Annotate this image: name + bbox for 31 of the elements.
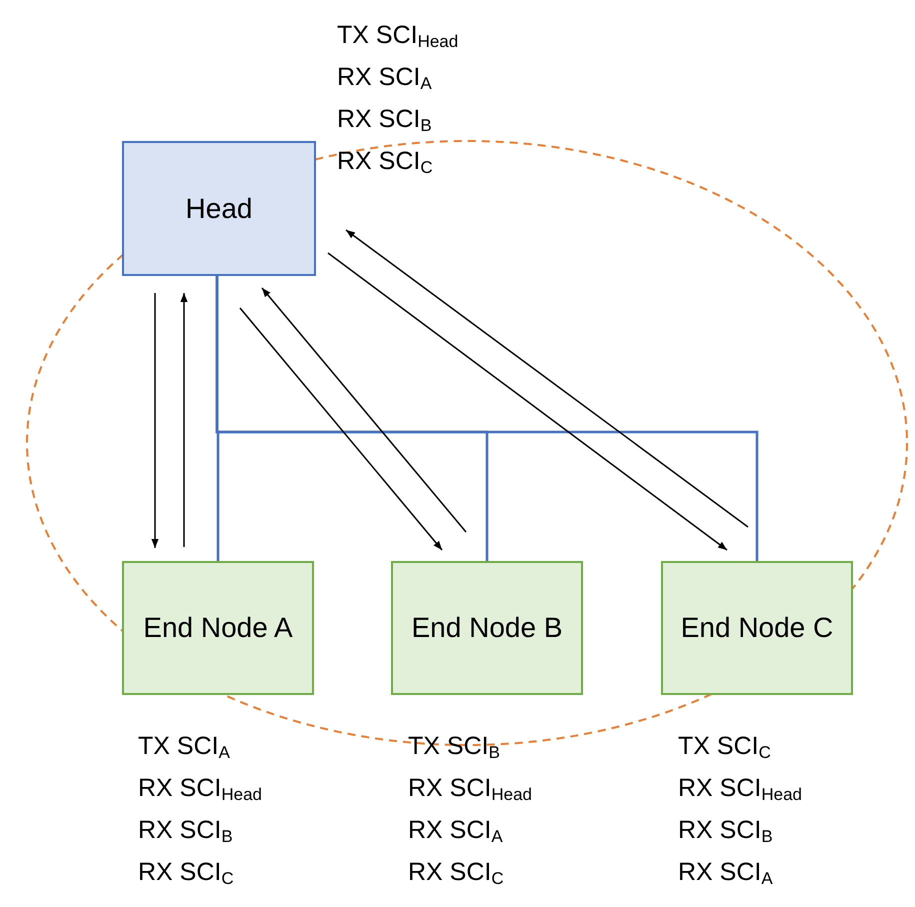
node-box	[122, 561, 314, 695]
node-box	[661, 561, 853, 695]
signal-label: RX SCI$_{A}$	[678, 857, 774, 890]
signal-label: RX SCI$_{Head}$	[678, 773, 802, 806]
signal-label: RX SCI$_{Head}$	[408, 773, 532, 806]
signal-label: RX SCI$_{B}$	[678, 815, 774, 848]
signal-label: RX SCI$_{A}$	[337, 62, 433, 96]
signal-label: RX SCI$_{C}$	[337, 146, 434, 180]
signal-label: TX SCI$_{Head}$	[337, 20, 458, 54]
signal-label: RX SCI$_{C}$	[408, 857, 505, 890]
arrow	[151, 293, 159, 548]
node-label: End Node C	[680, 611, 834, 645]
signal-label: RX SCI$_{B}$	[138, 815, 234, 848]
node-box	[122, 141, 316, 276]
node-label: End Node A	[142, 611, 294, 645]
node-label: End Node B	[410, 611, 564, 645]
signal-label: RX SCI$_{C}$	[138, 857, 235, 890]
arrow	[180, 293, 188, 547]
signal-label: RX SCI$_{A}$	[408, 815, 504, 848]
arrow	[346, 229, 748, 528]
node-label: Head	[184, 192, 254, 226]
connector-line	[216, 276, 758, 561]
signal-label: TX SCI$_{B}$	[408, 731, 501, 764]
arrow	[239, 308, 443, 550]
arrow	[328, 252, 728, 551]
signal-label: RX SCI$_{Head}$	[138, 773, 262, 806]
signal-label: TX SCI$_{A}$	[138, 731, 231, 764]
node-box	[391, 561, 583, 695]
signal-label: TX SCI$_{C}$	[678, 731, 772, 764]
arrow	[261, 288, 467, 532]
signal-label: RX SCI$_{B}$	[337, 104, 433, 138]
